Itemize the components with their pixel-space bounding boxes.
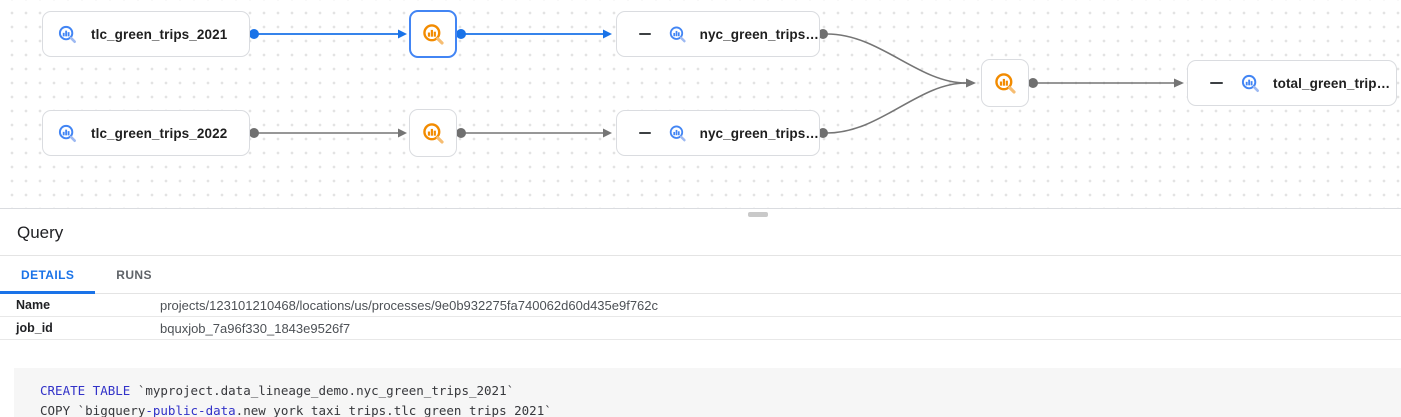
- process-node-join[interactable]: [981, 59, 1029, 107]
- panel-drag-handle[interactable]: [748, 212, 768, 217]
- lineage-edges: [249, 29, 1184, 138]
- process-node-top[interactable]: [409, 10, 457, 58]
- node-label: total_green_trip…: [1273, 75, 1391, 91]
- bigquery-process-icon: [421, 22, 446, 47]
- sql-line: COPY `bigquery-public-data.new_york_taxi…: [40, 403, 552, 417]
- bigquery-table-icon: [1240, 73, 1261, 94]
- sql-code-block: CREATE TABLE `myproject.data_lineage_dem…: [14, 368, 1401, 417]
- row-value: projects/123101210468/locations/us/proce…: [160, 297, 659, 313]
- node-tlc-green-trips-2021[interactable]: tlc_green_trips_2021: [42, 11, 250, 57]
- process-node-bottom[interactable]: [409, 109, 457, 157]
- tab-runs[interactable]: RUNS: [116, 267, 152, 282]
- bigquery-table-icon: [57, 24, 78, 45]
- details-panel: Query DETAILS RUNS Name projects/1231012…: [0, 210, 1401, 417]
- bigquery-table-icon: [668, 123, 688, 144]
- table-row: Name projects/123101210468/locations/us/…: [0, 294, 1401, 317]
- node-label: nyc_green_trips…: [699, 125, 819, 141]
- bigquery-process-icon: [993, 71, 1018, 96]
- node-tlc-green-trips-2022[interactable]: tlc_green_trips_2022: [42, 110, 250, 156]
- tab-bar: DETAILS RUNS: [0, 256, 1401, 294]
- node-nyc-green-trips-2021[interactable]: nyc_green_trips…: [616, 11, 820, 57]
- table-row: job_id bquxjob_7a96f330_1843e9526f7: [0, 317, 1401, 340]
- node-label: nyc_green_trips…: [699, 26, 819, 42]
- node-label: tlc_green_trips_2022: [91, 125, 228, 141]
- bigquery-process-icon: [421, 121, 446, 146]
- sql-line: CREATE TABLE `myproject.data_lineage_dem…: [40, 383, 515, 398]
- collapse-minus-icon[interactable]: [639, 132, 652, 134]
- node-total-green-trips[interactable]: total_green_trip…: [1187, 60, 1397, 106]
- collapse-minus-icon[interactable]: [639, 33, 652, 35]
- lineage-graph-canvas[interactable]: tlc_green_trips_2021 nyc_green_trips… tl…: [0, 0, 1401, 209]
- bigquery-table-icon: [668, 24, 688, 45]
- tab-details[interactable]: DETAILS: [0, 256, 96, 294]
- node-nyc-green-trips-2022[interactable]: nyc_green_trips…: [616, 110, 820, 156]
- bigquery-table-icon: [57, 123, 78, 144]
- collapse-minus-icon[interactable]: [1210, 82, 1223, 84]
- panel-title: Query: [17, 222, 64, 242]
- details-table: Name projects/123101210468/locations/us/…: [0, 294, 1401, 340]
- panel-header: Query: [0, 210, 1401, 256]
- row-label: job_id: [16, 321, 53, 335]
- node-label: tlc_green_trips_2021: [91, 26, 228, 42]
- row-value: bquxjob_7a96f330_1843e9526f7: [160, 320, 351, 336]
- row-label: Name: [16, 298, 51, 312]
